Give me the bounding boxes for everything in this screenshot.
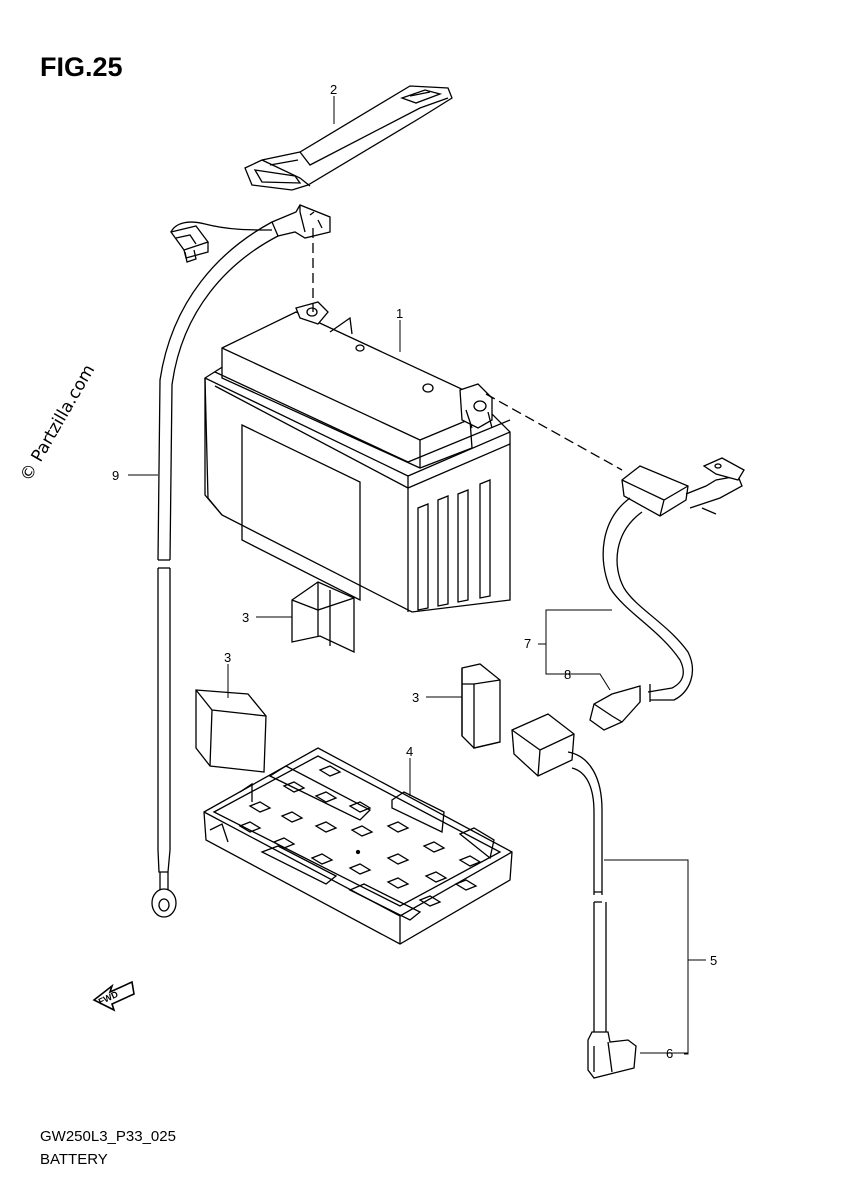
battery-band — [245, 86, 452, 190]
fwd-arrow-icon — [94, 982, 134, 1010]
callout-2: 2 — [330, 82, 337, 97]
positive-cable — [590, 458, 744, 730]
leader-5 — [604, 860, 688, 1054]
spacer-pad-upper — [292, 582, 354, 652]
callout-4: 4 — [406, 744, 413, 759]
cable-with-boot — [512, 714, 636, 1078]
reference-lines — [313, 228, 622, 470]
callout-3a: 3 — [242, 610, 249, 625]
callout-3b: 3 — [224, 650, 231, 665]
callout-6: 6 — [666, 1046, 673, 1061]
leader-8 — [546, 644, 610, 690]
callout-1: 1 — [396, 306, 403, 321]
callout-3c: 3 — [412, 690, 419, 705]
callout-9: 9 — [112, 468, 119, 483]
battery — [205, 302, 510, 612]
callout-8: 8 — [564, 667, 571, 682]
callout-5: 5 — [710, 953, 717, 968]
negative-cable — [152, 205, 330, 917]
leader-7 — [538, 610, 612, 644]
spacer-pad-left — [196, 690, 266, 772]
figure-name: BATTERY — [40, 1151, 108, 1168]
figure-title: FIG.25 — [40, 52, 123, 82]
spacer-pad-right — [462, 664, 500, 748]
battery-tray — [204, 748, 512, 944]
callout-7: 7 — [524, 636, 531, 651]
leader-lines — [128, 96, 706, 1054]
figure-code: GW250L3_P33_025 — [40, 1128, 176, 1145]
